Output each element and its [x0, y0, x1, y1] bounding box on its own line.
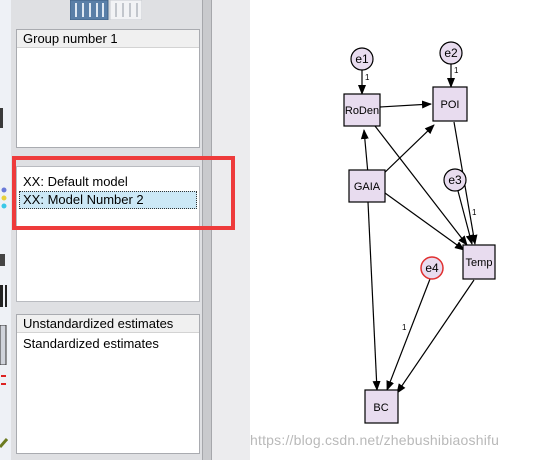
pan-tool-icon[interactable]: [0, 250, 8, 272]
variable-bc-label: BC: [373, 402, 388, 414]
variable-gaia[interactable]: [348, 169, 386, 203]
variable-poi[interactable]: [432, 86, 468, 122]
arrow-roden-temp[interactable]: [374, 125, 468, 246]
estimate-item-unstandardized[interactable]: Unstandardized estimates: [17, 315, 199, 333]
path-label-e1: 1: [365, 73, 370, 82]
error-e3-label: e3: [448, 173, 462, 187]
variable-roden-label: RoDen: [345, 105, 379, 117]
variable-roden[interactable]: [343, 93, 381, 127]
estimate-item-standardized[interactable]: Standardized estimates: [23, 336, 159, 351]
error-e1-label: e1: [355, 52, 369, 66]
model-item-default[interactable]: XX: Default model: [23, 174, 128, 189]
path-label-e3: 1: [472, 208, 477, 217]
pencil-tool-icon[interactable]: [0, 435, 9, 449]
panel-splitter[interactable]: [202, 0, 212, 460]
arrow-tool-icon[interactable]: [0, 372, 8, 392]
variable-temp-label: Temp: [466, 257, 493, 269]
highlight-annotation: [12, 156, 235, 230]
arrow-e4-bc[interactable]: [386, 278, 431, 391]
column-tool-icon[interactable]: [0, 285, 8, 307]
path-diagram[interactable]: 1 1 1 1 e1 e2 e3 e4 RoDen POI GAIA Temp …: [250, 0, 536, 460]
error-e4[interactable]: [420, 256, 444, 280]
rectangle-tool-icon[interactable]: [0, 108, 3, 128]
canvas-margin: [212, 0, 250, 460]
group-item[interactable]: Group number 1: [17, 30, 199, 48]
arrow-gaia-bc[interactable]: [367, 201, 381, 391]
arrow-gaia-roden[interactable]: [360, 129, 369, 175]
error-e2[interactable]: [439, 41, 463, 65]
error-e4-label: e4: [425, 261, 439, 275]
arrow-roden-poi[interactable]: [379, 100, 432, 109]
palette-icon[interactable]: [0, 185, 8, 215]
model-item-number-2[interactable]: XX: Model Number 2: [19, 191, 197, 209]
variable-poi-label: POI: [441, 99, 460, 111]
observed-variable-tool-icon[interactable]: [0, 324, 8, 366]
groups-list: Group number 1: [16, 29, 200, 148]
estimates-list: Unstandardized estimates Standardized es…: [16, 314, 200, 454]
watermark-text: https://blog.csdn.net/zhebushibiaoshifu: [250, 432, 500, 448]
error-e2-label: e2: [444, 46, 458, 60]
arrow-e3-temp[interactable]: [457, 190, 474, 245]
arrow-gaia-temp[interactable]: [384, 192, 465, 251]
models-list: XX: Default model XX: Model Number 2: [16, 166, 200, 302]
path-label-e4: 1: [402, 323, 407, 332]
error-e3[interactable]: [443, 168, 467, 192]
variable-bc[interactable]: [364, 389, 399, 424]
variable-gaia-label: GAIA: [354, 181, 381, 193]
view-toggle-bar: [69, 0, 143, 21]
path-label-e2: 1: [454, 66, 459, 75]
error-e1[interactable]: [350, 47, 374, 71]
arrow-temp-bc[interactable]: [396, 279, 475, 394]
variable-temp[interactable]: [462, 244, 496, 280]
arrow-gaia-poi[interactable]: [379, 124, 435, 178]
